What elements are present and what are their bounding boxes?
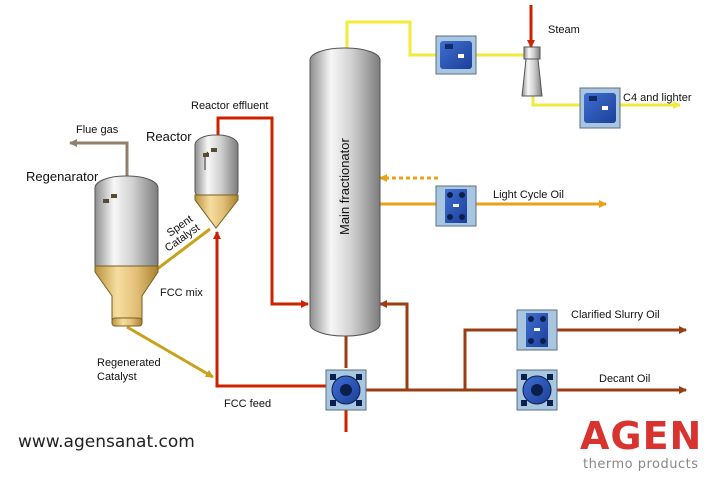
- steam-label: Steam: [548, 24, 580, 36]
- feed-pump-icon: [325, 369, 367, 411]
- lco-exchanger-icon: [435, 185, 477, 227]
- website-url: www.agensanat.com: [18, 432, 195, 452]
- reactor-vessel: [194, 134, 239, 229]
- regenerator-vessel: [94, 175, 159, 327]
- regenerated-catalyst-label-2: Catalyst: [97, 371, 137, 383]
- flue-gas-line: [69, 139, 129, 177]
- flue-gas-label: Flue gas: [76, 124, 119, 136]
- regenerated-catalyst-label-1: Regenerated: [97, 357, 161, 369]
- decant-oil-label: Decant Oil: [599, 373, 650, 385]
- main-fractionator-column: Main fractionator: [309, 47, 381, 337]
- overhead-condenser-icon: [435, 35, 477, 75]
- light-cycle-oil-label: Light Cycle Oil: [493, 189, 564, 201]
- fcc-feed-label: FCC feed: [224, 398, 271, 410]
- reactor-effluent-line: [216, 116, 309, 308]
- fcc-mix-label: FCC mix: [160, 287, 203, 299]
- main-fractionator-label: Main fractionator: [337, 138, 352, 235]
- brand-tagline: thermo products: [583, 457, 698, 472]
- slurry-exchanger-icon: [516, 309, 558, 351]
- brand-logo: AGEN: [580, 414, 702, 458]
- reactor-label: Reactor: [146, 129, 192, 144]
- separator-drum-icon: [521, 46, 543, 97]
- regenerated-catalyst-line: [126, 325, 214, 379]
- pumparound-return-line: [379, 300, 409, 390]
- decant-pump-icon: [516, 369, 558, 411]
- separator-to-c4-line: [531, 95, 582, 107]
- c4-lighter-label: C4 and lighter: [623, 92, 692, 104]
- regenerator-label: Regenarator: [26, 169, 99, 184]
- clarified-slurry-oil-label: Clarified Slurry Oil: [571, 309, 660, 321]
- overhead-vapor-line: [345, 20, 438, 57]
- reactor-effluent-label: Reactor effluent: [191, 100, 268, 112]
- fcc-feed-line: [213, 231, 326, 388]
- slurry-branch-line: [463, 328, 520, 390]
- c4-compressor-icon: [579, 87, 621, 129]
